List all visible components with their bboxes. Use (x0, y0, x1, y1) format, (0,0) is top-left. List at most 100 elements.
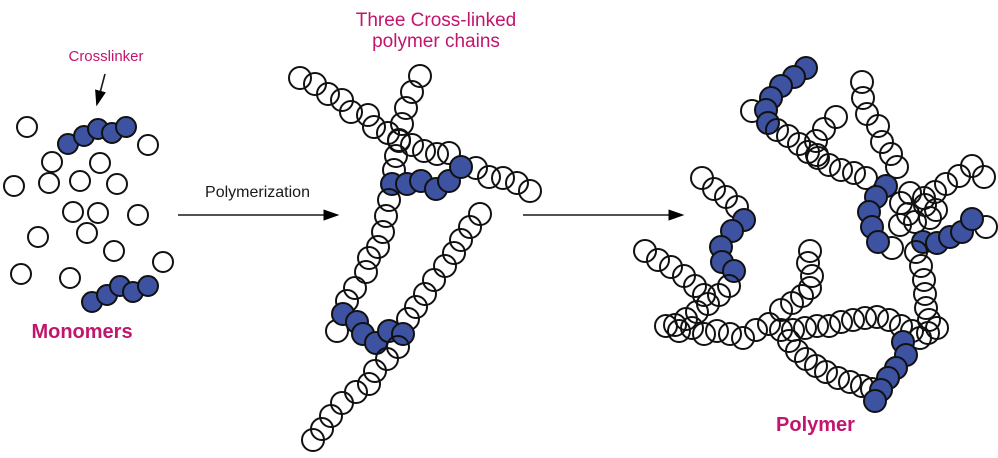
monomer-circle (826, 366, 850, 390)
monomer-circle (319, 404, 343, 428)
monomer-circle (798, 276, 822, 300)
monomer-circle (288, 66, 312, 90)
monomer-circle (904, 240, 928, 264)
crosslinker-circle (391, 322, 415, 346)
circles-layer (3, 56, 998, 452)
middle-title: Three Cross-linked polymer chains (355, 10, 517, 52)
monomer-circle (683, 274, 707, 298)
monomer-circle (812, 117, 836, 141)
monomer-circle (27, 226, 49, 248)
monomer-circle (400, 133, 424, 157)
monomer-circle (62, 201, 84, 223)
monomer-circle (356, 103, 380, 127)
monomer-circle (866, 114, 890, 138)
monomer-circle (404, 295, 428, 319)
monomer-circle (804, 129, 828, 153)
monomer-circle (877, 308, 901, 332)
monomer-circle (757, 312, 781, 336)
monomer-circle (912, 186, 936, 210)
monomer-circle (659, 255, 683, 279)
monomer-circle (330, 391, 354, 415)
monomer-circle (814, 360, 838, 384)
monomer-circle (412, 139, 436, 163)
monomer-circle (363, 359, 387, 383)
monomer-circle (841, 308, 865, 332)
monomer-circle (829, 310, 853, 334)
monomer-circle (888, 213, 912, 237)
monomer-circle (425, 142, 449, 166)
monomer-circle (458, 215, 482, 239)
monomer-circle (375, 347, 399, 371)
monomer-circle (89, 152, 111, 174)
monomer-circle (663, 313, 687, 337)
monomer-circle (744, 318, 768, 342)
monomer-circle (865, 305, 889, 329)
monomer-circle (505, 171, 529, 195)
monomer-circle (76, 222, 98, 244)
monomer-circle (422, 268, 446, 292)
monomer-circle (16, 116, 38, 138)
monomer-circle (343, 276, 367, 300)
monomer-circle (400, 80, 424, 104)
monomer-circle (947, 164, 971, 188)
monomer-circle (106, 173, 128, 195)
monomer-circle (357, 372, 381, 396)
monomer-circle (442, 241, 466, 265)
monomer-circle (914, 296, 938, 320)
monomer-circle (718, 322, 742, 346)
monomer-circle (362, 115, 386, 139)
monomer-circle (41, 151, 63, 173)
monomer-circle (384, 144, 408, 168)
monomer-circle (137, 134, 159, 156)
monomer-circle (394, 96, 418, 120)
monomer-circle (853, 306, 877, 330)
monomer-circle (316, 82, 340, 106)
monomer-circle (377, 188, 401, 212)
monomer-circle (909, 254, 933, 278)
monomer-circle (437, 141, 461, 165)
monomer-circle (838, 370, 862, 394)
monomer-circle (705, 319, 729, 343)
crosslinker-circle (115, 116, 137, 138)
monomer-circle (842, 161, 866, 185)
monomer-circle (69, 170, 91, 192)
monomer-circle (371, 220, 395, 244)
monomer-circle (3, 175, 25, 197)
monomer-circle (387, 128, 411, 152)
crosslinker-circle (960, 207, 984, 231)
crosslinker-circle (863, 389, 887, 413)
monomer-circle (10, 263, 32, 285)
monomer-circle (38, 172, 60, 194)
monomer-circle (692, 283, 716, 307)
monomer-circle (885, 155, 909, 179)
monomer-circle (518, 179, 542, 203)
monomer-circle (449, 228, 473, 252)
monomer-circle (879, 142, 903, 166)
monomer-circle (330, 88, 354, 112)
arrows-layer (95, 73, 685, 221)
monomer-circle (413, 282, 437, 306)
polymerization-label: Polymerization (205, 184, 310, 201)
monomer-circle (654, 314, 678, 338)
monomer-circle (390, 112, 414, 136)
monomer-circle (798, 239, 822, 263)
crosslinker-circle (722, 259, 746, 283)
monomer-circle (491, 166, 515, 190)
crosslinker-pointer-arrow (95, 73, 106, 107)
monomer-circle (680, 316, 704, 340)
monomer-circle (103, 240, 125, 262)
crosslinker-circle (137, 275, 159, 297)
monomer-circle (127, 204, 149, 226)
monomer-circle (339, 100, 363, 124)
monomer-circle (667, 319, 691, 343)
monomer-circle (408, 64, 432, 88)
monomer-circle (805, 143, 829, 167)
monomer-circle (702, 177, 726, 201)
monomer-circle (731, 326, 755, 350)
monomer-circle (796, 251, 820, 275)
monomer-circle (354, 260, 378, 284)
monomers-label: Monomers (31, 321, 133, 343)
monomer-circle (374, 204, 398, 228)
